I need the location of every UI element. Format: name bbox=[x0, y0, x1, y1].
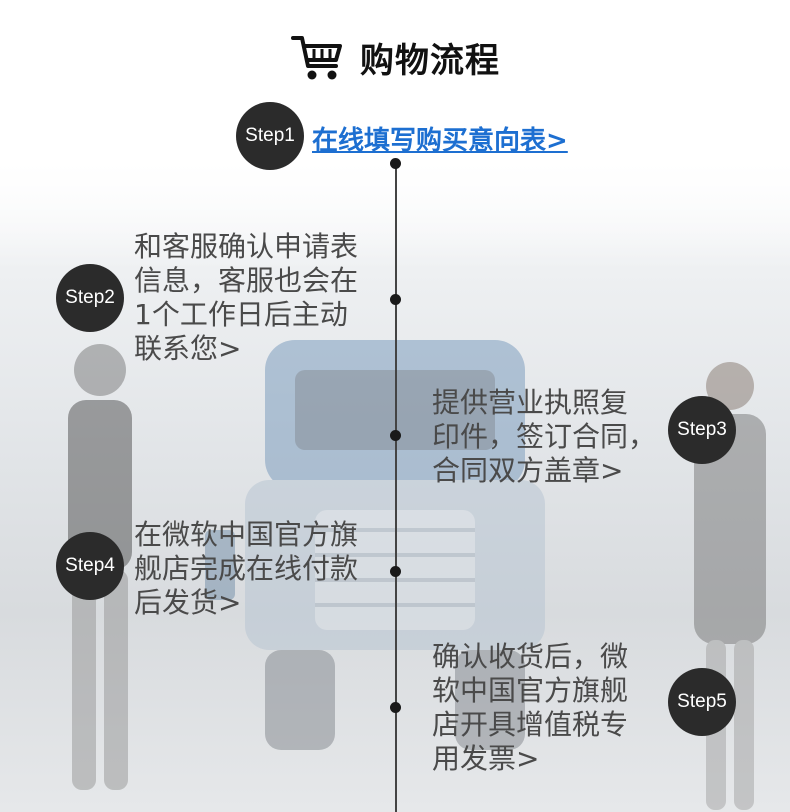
person-left-illustration bbox=[68, 344, 132, 790]
step4-line: 舰店完成在线付款 bbox=[134, 552, 359, 585]
page-header: 购物流程 bbox=[0, 22, 790, 92]
step2-description[interactable]: 和客服确认申请表 信息，客服也会在 1个工作日后主动 联系您> bbox=[134, 230, 358, 366]
purchase-intent-form-link[interactable]: 在线填写购买意向表> bbox=[312, 126, 568, 156]
step4-badge: Step4 bbox=[56, 532, 124, 600]
timeline-dot-step1 bbox=[390, 158, 401, 169]
step4-line: 在微软中国官方旗 bbox=[134, 518, 359, 551]
step5-line: 软中国官方旗舰 bbox=[432, 674, 629, 707]
step3-description[interactable]: 提供营业执照复 印件，签订合同， 合同双方盖章> bbox=[432, 386, 656, 488]
step4-description[interactable]: 在微软中国官方旗 舰店完成在线付款 后发货> bbox=[134, 518, 358, 620]
step3-line: 印件，签订合同， bbox=[432, 420, 657, 453]
step5-line: 店开具增值税专 bbox=[432, 708, 629, 741]
step2-badge: Step2 bbox=[56, 264, 124, 332]
step5-badge: Step5 bbox=[668, 668, 736, 736]
step3-badge: Step3 bbox=[668, 396, 736, 464]
timeline-dot-step4 bbox=[390, 566, 401, 577]
step3-line: 提供营业执照复 bbox=[432, 386, 629, 419]
step5-line: 确认收货后，微 bbox=[432, 640, 629, 673]
step2-line: 和客服确认申请表 bbox=[134, 230, 359, 263]
step1-badge: Step1 bbox=[236, 102, 304, 170]
step2-line: 联系您> bbox=[134, 332, 242, 365]
step5-line: 用发票> bbox=[432, 742, 540, 775]
step2-line: 1个工作日后主动 bbox=[134, 298, 348, 331]
timeline-dot-step3 bbox=[390, 430, 401, 441]
shopping-cart-icon bbox=[291, 36, 342, 80]
timeline-dot-step2 bbox=[390, 294, 401, 305]
step2-line: 信息，客服也会在 bbox=[134, 264, 359, 297]
step3-line: 合同双方盖章> bbox=[432, 454, 624, 487]
page-title: 购物流程 bbox=[360, 40, 500, 81]
step4-line: 后发货> bbox=[134, 586, 242, 619]
timeline-dot-step5 bbox=[390, 702, 401, 713]
step5-description[interactable]: 确认收货后，微 软中国官方旗舰 店开具增值税专 用发票> bbox=[432, 640, 628, 776]
timeline-line bbox=[395, 160, 397, 812]
